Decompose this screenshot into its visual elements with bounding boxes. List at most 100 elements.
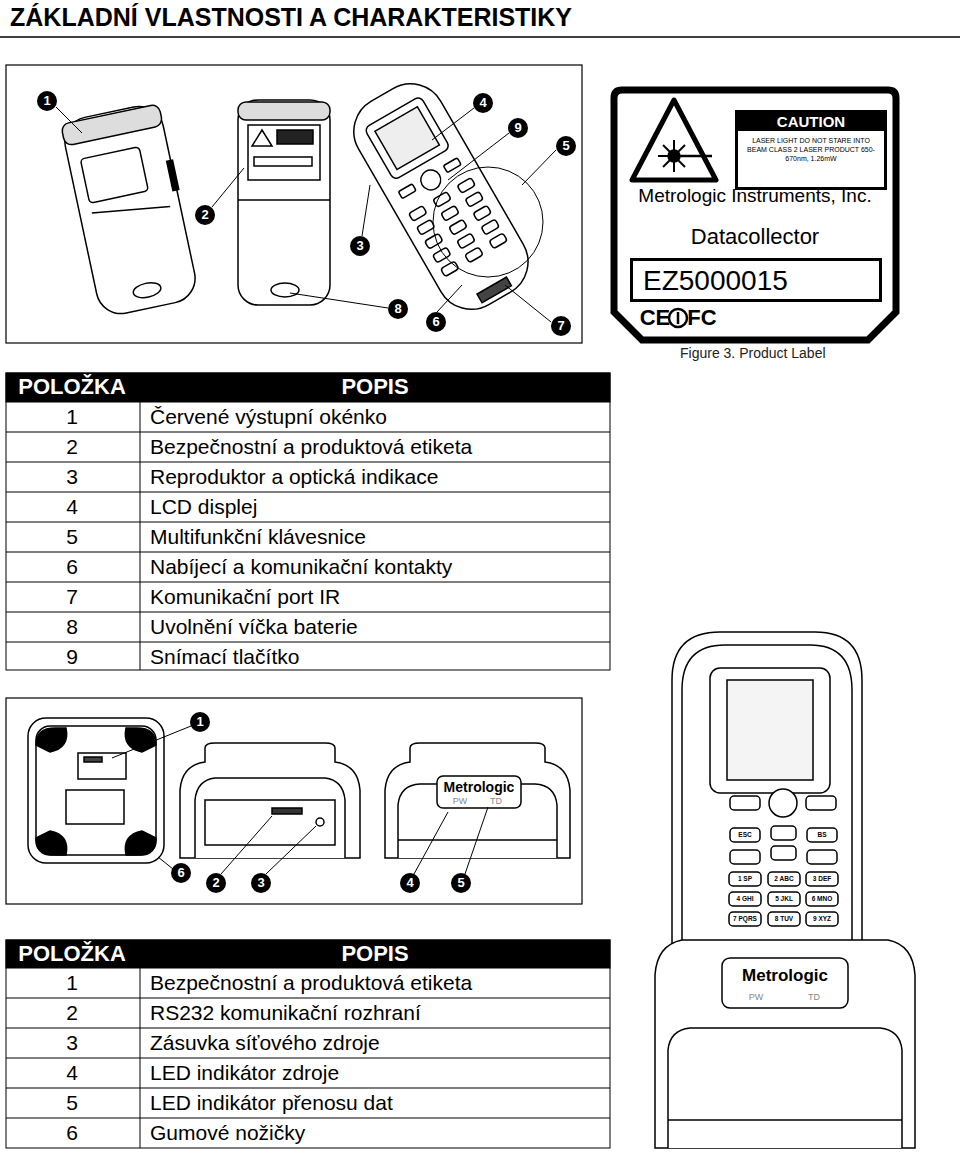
drawing-part [441, 205, 459, 221]
table-cell: Reproduktor a optická indikace [150, 465, 438, 489]
drawing-part [56, 107, 82, 133]
product-name: Datacollector [618, 224, 892, 250]
drawing-part [36, 728, 67, 752]
drawing-part [807, 850, 837, 864]
drawing-part [6, 612, 610, 613]
table-cell: 1 [66, 971, 78, 995]
drawing-part [668, 1119, 902, 1121]
table-cell: 4 [66, 1061, 78, 1085]
drawing-part [112, 726, 191, 758]
callout-number: 7 [551, 316, 571, 336]
drawing-part [6, 552, 610, 553]
drawing-part [61, 104, 163, 146]
drawing-part [655, 940, 915, 1148]
table-cell: Gumové nožičky [150, 1121, 305, 1145]
drawing-part [632, 100, 716, 180]
drawing-part [768, 912, 800, 926]
drawing-part [6, 373, 610, 402]
led-label: TD [808, 992, 820, 1002]
drawing-part [375, 107, 439, 170]
drawing-part [238, 100, 330, 305]
brand-logo: Metrologic [742, 966, 828, 986]
table-header: POLOŽKA [18, 374, 126, 399]
drawing-part [6, 1088, 610, 1089]
leader-lines [56, 107, 556, 322]
drawing-part [672, 632, 862, 960]
drawing-part [158, 857, 173, 869]
drawing-part [6, 1028, 610, 1029]
drawing-part [266, 826, 316, 874]
table-cell: 2 [66, 435, 78, 459]
drawing-part [92, 197, 170, 223]
callout-number: 2 [195, 205, 215, 225]
key-label: 1 SP [738, 875, 752, 882]
drawing-part [806, 892, 838, 906]
table-cell: LED indikátor zdroje [150, 1061, 339, 1085]
drawing-part [140, 402, 141, 670]
table-cell: Červené výstupní okénko [150, 405, 387, 429]
callout-number: 8 [388, 299, 408, 319]
key-label: 8 TUV [775, 915, 793, 922]
drawing-part [409, 206, 427, 222]
drawing-part [125, 728, 156, 752]
drawing-part [28, 718, 164, 863]
table-cell: 6 [66, 555, 78, 579]
table-grid [6, 940, 610, 1148]
key-label: 2 ABC [774, 875, 793, 882]
drawing-part [477, 277, 511, 303]
drawing-part [362, 185, 370, 236]
drawing-part [677, 312, 680, 324]
cradle-bottom-view [28, 718, 164, 863]
serial-number: EZ5000015 [643, 264, 869, 298]
drawing-part [254, 157, 312, 166]
table-cell: Uvolnění víčka baterie [150, 615, 358, 639]
key-label: 9 XYZ [813, 915, 831, 922]
cradle-front-view [385, 743, 570, 858]
table-cell: 3 [66, 465, 78, 489]
table-header: POPIS [341, 941, 408, 966]
key-label: BS [817, 831, 826, 838]
drawing-part [465, 807, 488, 874]
drawing-part [238, 199, 330, 201]
drawing-part [84, 757, 102, 762]
drawing-part [473, 205, 491, 221]
drawing-part [710, 668, 830, 793]
drawing-part [341, 71, 541, 322]
drawing-part [668, 1028, 902, 1148]
callout-number: 4 [400, 873, 420, 893]
drawing-part [36, 726, 156, 855]
drawing-part [125, 831, 156, 855]
certification-mark: FC [687, 305, 716, 330]
drawing-part [385, 743, 570, 858]
caution-box: CAUTIONLASER LIGHT DO NOT STARE INTO BEA… [735, 110, 887, 190]
caution-heading: CAUTION [738, 113, 884, 131]
led-label: PW [453, 796, 468, 806]
terminal-in-cradle [655, 632, 915, 1148]
table-cell: LCD displej [150, 495, 257, 519]
drawing-part [205, 800, 335, 845]
drawing-part [6, 522, 610, 523]
drawing-part [481, 219, 499, 235]
drawing-part [465, 247, 483, 263]
drawing-part [212, 168, 244, 207]
leader-lines [112, 726, 488, 874]
drawing-part [425, 233, 443, 249]
drawing-part [730, 850, 760, 864]
callout-number: 3 [350, 236, 370, 256]
drawing-part [417, 166, 444, 193]
table-cell: LED indikátor přenosu dat [150, 1091, 393, 1115]
table-cell: 9 [66, 645, 78, 669]
key-label: 5 JKL [775, 895, 793, 902]
drawing-part [80, 147, 148, 203]
callout-number: 4 [473, 93, 493, 113]
drawing-part [398, 839, 557, 841]
drawing-part [806, 872, 838, 886]
table-cell: 5 [66, 1091, 78, 1115]
drawing-part [6, 998, 610, 999]
drawing-part [364, 96, 450, 180]
drawing-part [457, 178, 475, 194]
drawing-part [277, 130, 313, 144]
picture-frame [6, 65, 582, 343]
drawing-part [729, 892, 761, 906]
drawing-part [60, 102, 199, 318]
